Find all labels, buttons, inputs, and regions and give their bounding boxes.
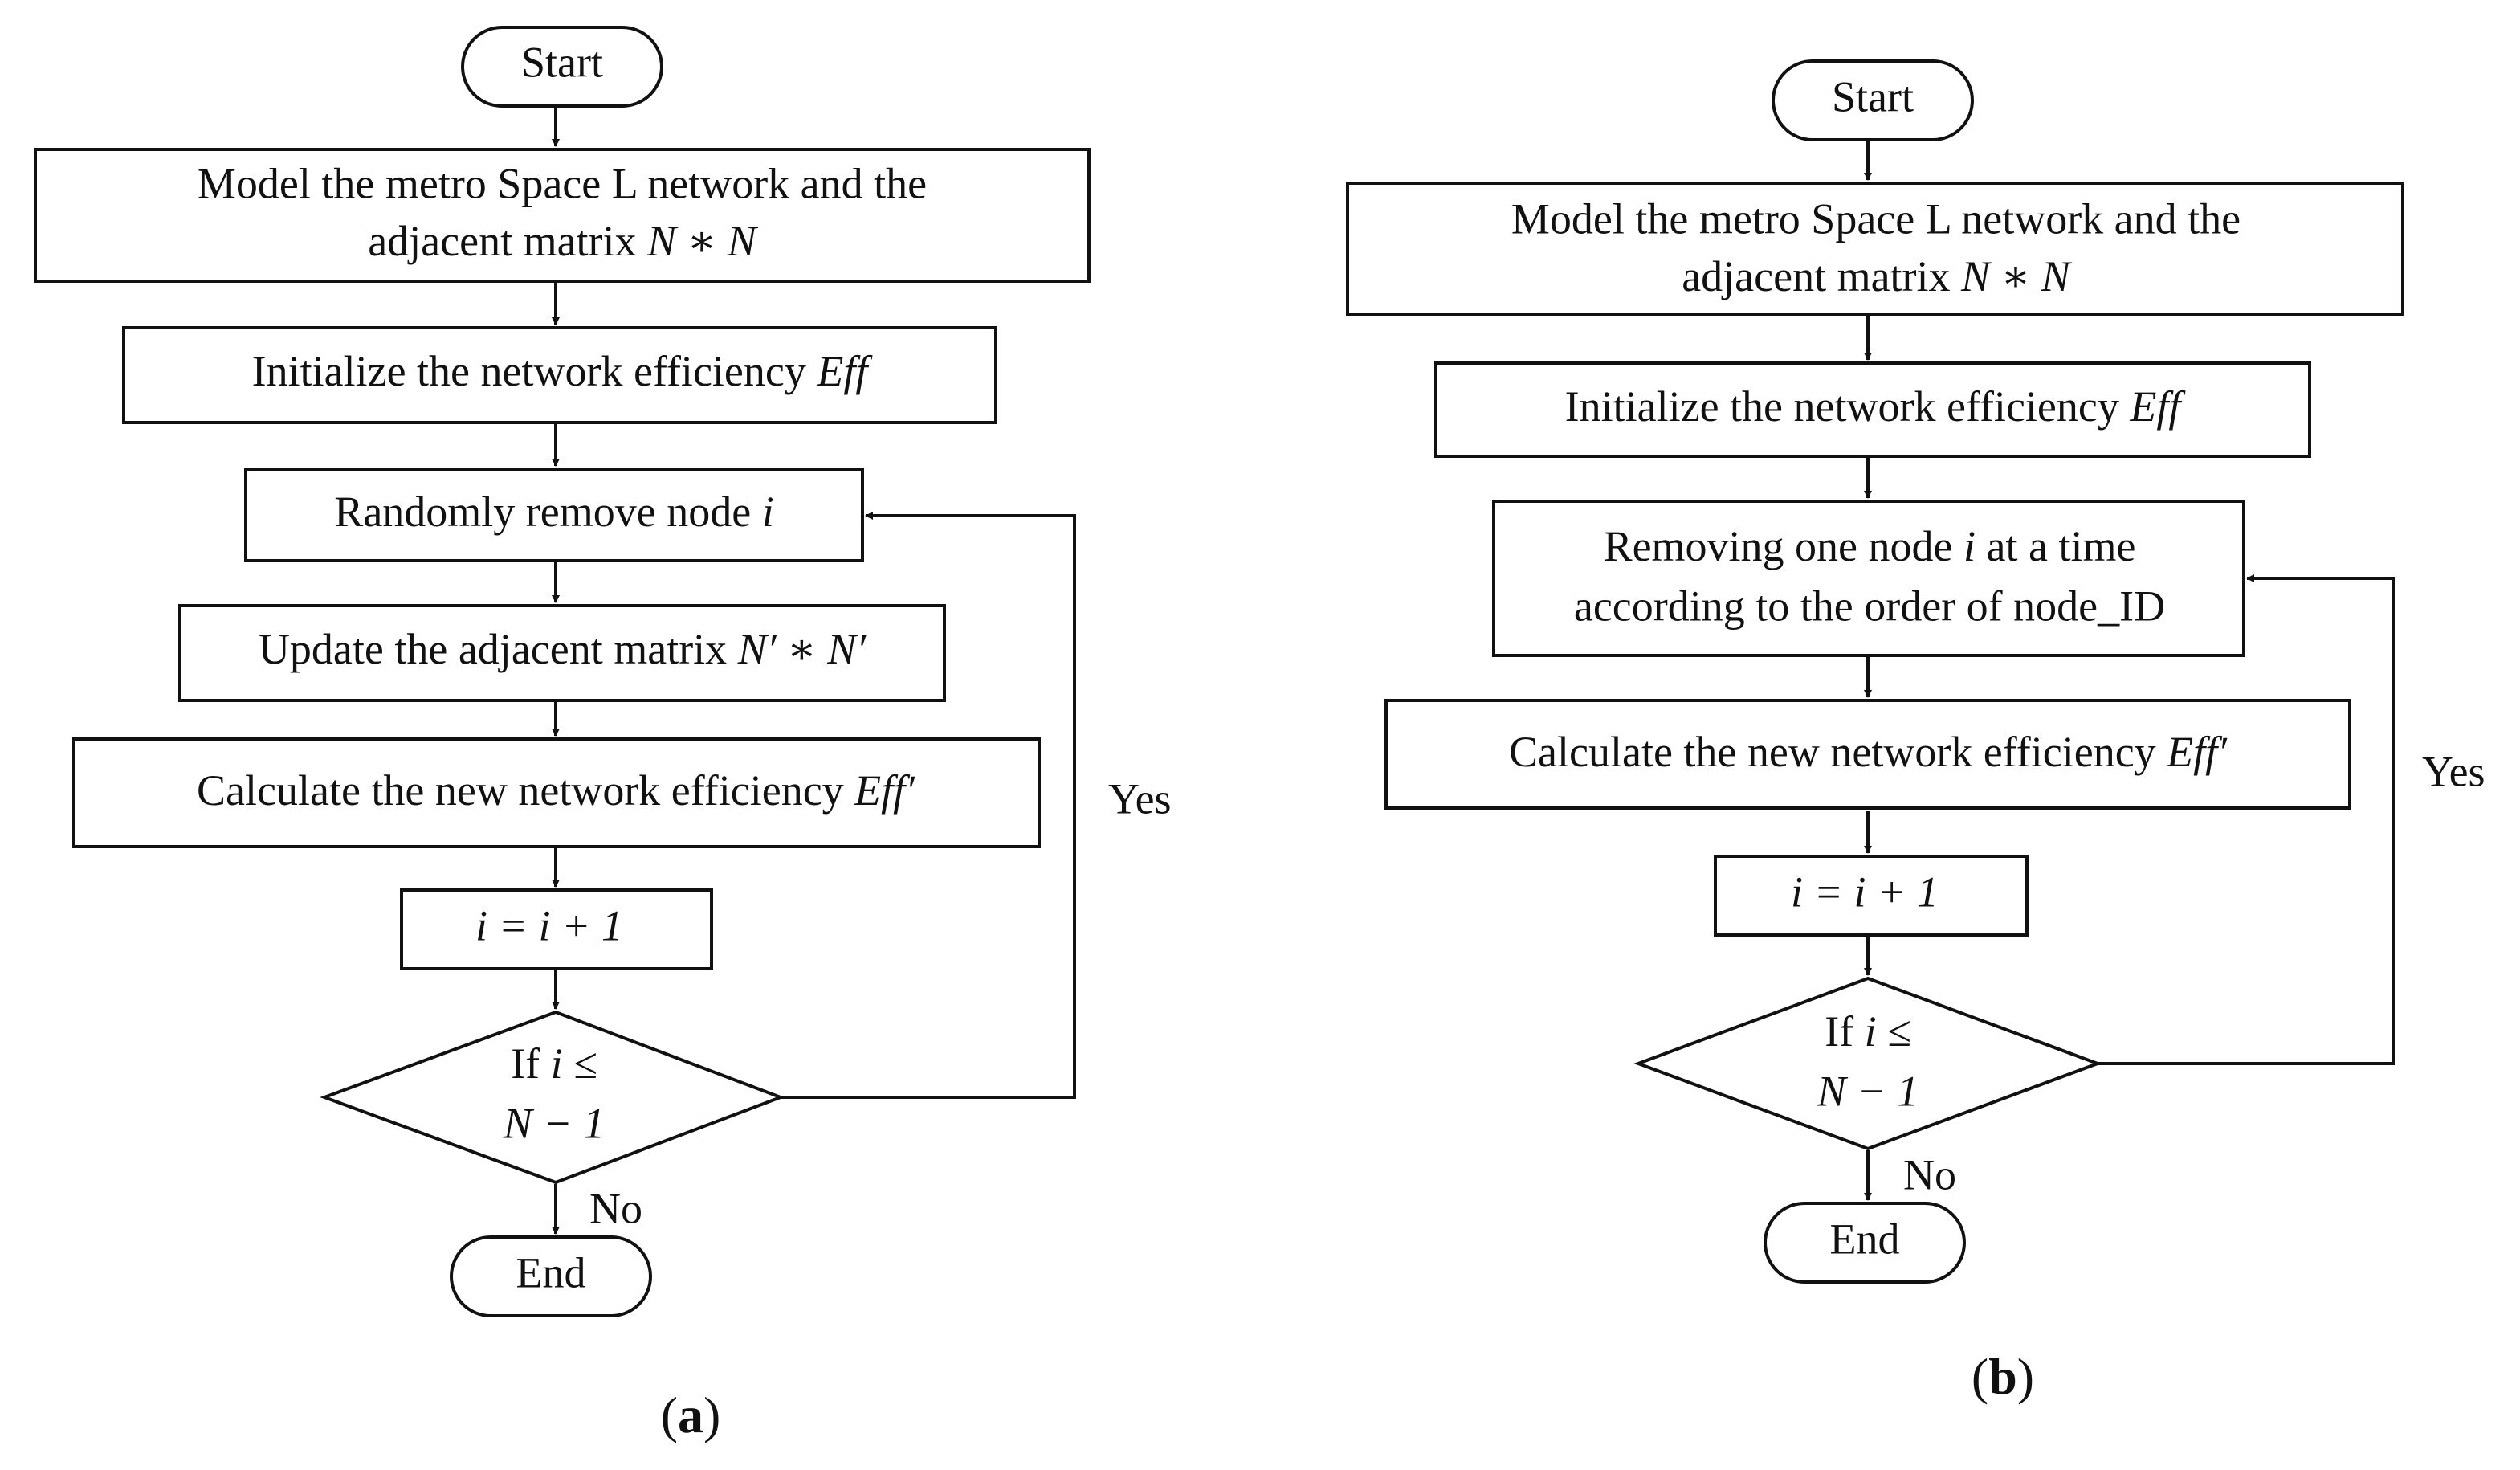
- a-update-box: [178, 604, 946, 702]
- b-decision-diamond: [1633, 976, 2102, 1151]
- a-end-node: [450, 1235, 652, 1317]
- b-remove-line1: Removing one node i at a time: [1604, 522, 2136, 570]
- b-remove-box: [1492, 500, 2245, 657]
- b-model-line1: Model the metro Space L network and the: [1511, 194, 2241, 243]
- b-yes-label: Yes: [2422, 747, 2485, 795]
- b-model-box: [1346, 182, 2404, 316]
- a-init-box: [122, 326, 997, 424]
- a-decision-line1: If i ≤: [511, 1039, 597, 1088]
- a-decision-diamond: [320, 1010, 785, 1185]
- a-remove-box: [244, 468, 864, 562]
- a-end-label: End: [516, 1248, 586, 1296]
- b-end-label: End: [1830, 1215, 1900, 1263]
- b-remove-line2: according to the order of node_ID: [1574, 582, 2165, 630]
- b-model-line2: adjacent matrix N ∗ N: [1682, 252, 2073, 300]
- b-increment-box: [1714, 855, 2029, 937]
- a-increment-label: i = i + 1: [475, 901, 623, 949]
- a-calc-label: Calculate the new network efficiency Eff…: [197, 766, 915, 815]
- a-init-label: Initialize the network efficiency Eff: [252, 347, 874, 395]
- a-yes-label: Yes: [1108, 774, 1172, 823]
- b-decision-line2: N − 1: [1817, 1067, 1919, 1115]
- b-yes-loop-arrow: [2098, 574, 2395, 1065]
- a-no-label: No: [589, 1184, 642, 1232]
- a-update-label: Update the adjacent matrix N′ ∗ N′: [259, 625, 867, 673]
- a-model-box: [34, 148, 1091, 283]
- b-increment-label: i = i + 1: [1791, 868, 1939, 916]
- a-increment-box: [400, 888, 713, 970]
- b-init-box: [1434, 361, 2311, 458]
- a-decision-line2: N − 1: [503, 1099, 605, 1147]
- b-start-node: [1772, 59, 1974, 141]
- b-calc-box: [1384, 699, 2351, 810]
- a-model-line2: adjacent matrix N ∗ N: [368, 217, 759, 265]
- a-start-label: Start: [521, 38, 603, 86]
- flowchart-a: Start Model the metro Space L network an…: [34, 26, 1172, 1443]
- a-start-node: [461, 26, 663, 108]
- b-end-node: [1764, 1202, 1966, 1284]
- b-calc-label: Calculate the new network efficiency Eff…: [1509, 728, 2228, 776]
- b-no-label: No: [1903, 1150, 1956, 1198]
- a-calc-box: [72, 737, 1041, 848]
- flowchart-b: Start Model the metro Space L network an…: [1346, 59, 2485, 1405]
- a-model-line1: Model the metro Space L network and the: [198, 159, 927, 207]
- a-yes-loop-arrow: [781, 512, 1076, 1099]
- a-remove-label: Randomly remove node i: [334, 488, 773, 536]
- b-caption: (b): [1972, 1348, 2034, 1405]
- b-start-label: Start: [1832, 72, 1914, 120]
- b-init-label: Initialize the network efficiency Eff: [1565, 382, 2187, 431]
- b-decision-line1: If i ≤: [1825, 1007, 1911, 1056]
- a-caption: (a): [661, 1386, 721, 1443]
